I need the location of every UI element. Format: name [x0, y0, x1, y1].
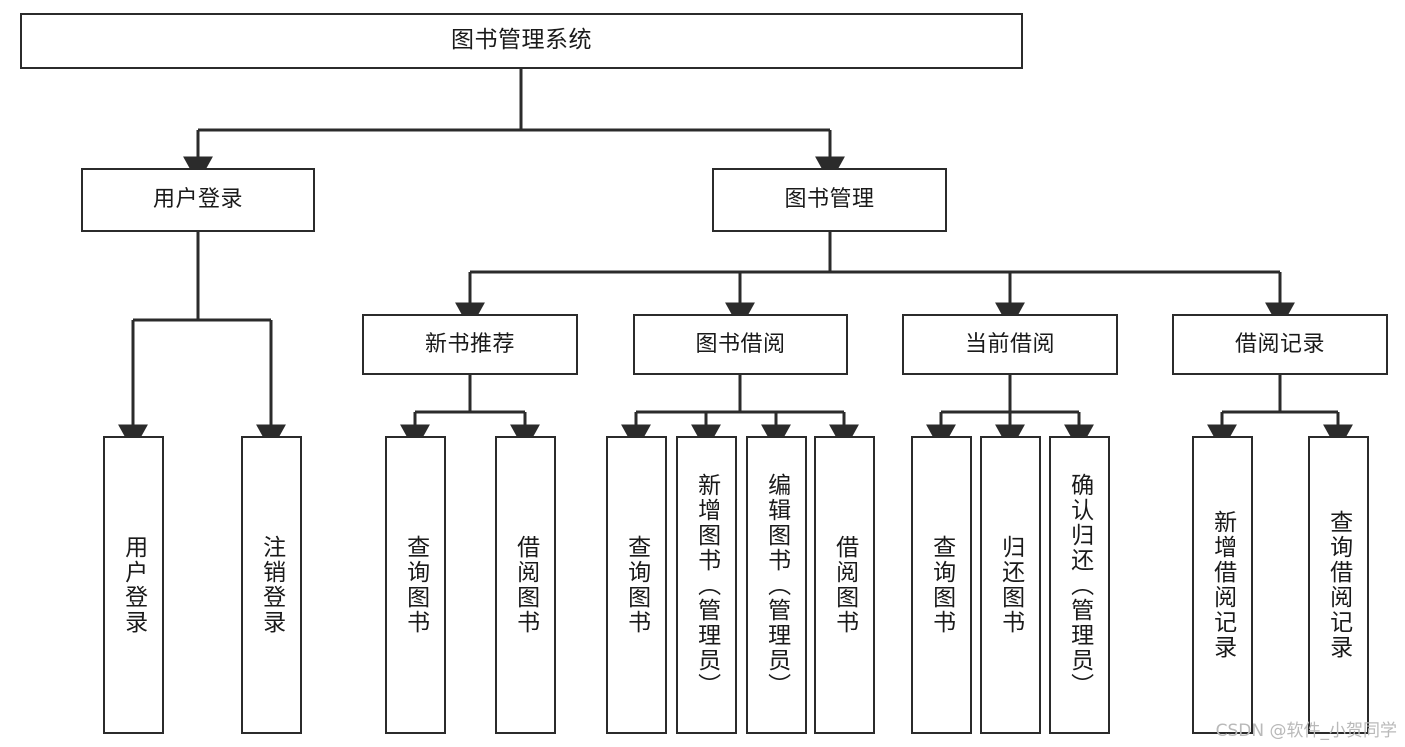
leaf-borrow-edit-book-admin[interactable]: 编辑图书（管理员） [746, 436, 807, 734]
node-label: 确认归还（管理员） [1066, 472, 1093, 698]
node-new-book-recommend[interactable]: 新书推荐 [362, 314, 578, 375]
csdn-watermark: CSDN @软件_小贺同学 [1215, 721, 1397, 741]
leaf-borrow-add-book-admin[interactable]: 新增图书（管理员） [676, 436, 737, 734]
node-user-login[interactable]: 用户登录 [81, 168, 315, 232]
node-label: 借阅图书 [831, 535, 858, 635]
leaf-user-login-login[interactable]: 用户登录 [103, 436, 164, 734]
node-label: 查询图书 [402, 535, 429, 635]
node-label: 图书管理 [784, 187, 875, 213]
leaf-borrow-borrow-book[interactable]: 借阅图书 [814, 436, 875, 734]
node-book-management[interactable]: 图书管理 [712, 168, 947, 232]
node-label: 用户登录 [120, 535, 147, 635]
node-label: 借阅记录 [1234, 331, 1325, 357]
node-label: 查询借阅记录 [1325, 510, 1352, 660]
leaf-new-book-borrow[interactable]: 借阅图书 [495, 436, 556, 734]
node-label: 新书推荐 [424, 331, 515, 357]
leaf-record-query-record[interactable]: 查询借阅记录 [1308, 436, 1369, 734]
node-borrow-record[interactable]: 借阅记录 [1172, 314, 1388, 375]
node-label: 归还图书 [997, 535, 1024, 635]
node-label: 新增借阅记录 [1209, 510, 1236, 660]
node-label: 查询图书 [623, 535, 650, 635]
node-label: 注销登录 [258, 535, 285, 635]
leaf-current-return-book[interactable]: 归还图书 [980, 436, 1041, 734]
node-label: 新增图书（管理员） [693, 472, 720, 698]
node-label: 借阅图书 [512, 535, 539, 635]
node-root-book-management-system[interactable]: 图书管理系统 [20, 13, 1023, 69]
leaf-record-add-record[interactable]: 新增借阅记录 [1192, 436, 1253, 734]
node-label: 用户登录 [152, 187, 243, 213]
node-current-borrow[interactable]: 当前借阅 [902, 314, 1118, 375]
node-book-borrow[interactable]: 图书借阅 [633, 314, 848, 375]
leaf-current-confirm-return-admin[interactable]: 确认归还（管理员） [1049, 436, 1110, 734]
node-label: 查询图书 [928, 535, 955, 635]
node-label: 当前借阅 [964, 331, 1055, 357]
leaf-user-login-logout[interactable]: 注销登录 [241, 436, 302, 734]
leaf-new-book-query[interactable]: 查询图书 [385, 436, 446, 734]
node-label: 图书管理系统 [451, 27, 592, 54]
node-label: 编辑图书（管理员） [763, 472, 790, 698]
node-label: 图书借阅 [695, 331, 786, 357]
leaf-current-query-book[interactable]: 查询图书 [911, 436, 972, 734]
leaf-borrow-query-book[interactable]: 查询图书 [606, 436, 667, 734]
